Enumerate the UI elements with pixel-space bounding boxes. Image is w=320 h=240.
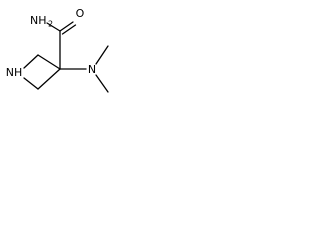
atom-label-amine-n: N [88,63,96,76]
atom-label-amide-n: NH [30,14,47,27]
bond-ring-c2-n1 [23,54,39,69]
atom-label-carbonyl-o: O [76,7,85,20]
structure-diagram: NH 2 O N NH [6,7,109,93]
bond-amine-methyl-down [95,74,109,93]
bond-carbonyl-oxygen-1 [59,21,74,32]
bond-ring-c3-c2-top [37,54,61,70]
bond-carbonyl-oxygen-2 [61,24,77,35]
bond-carbonyl-amide-n [46,22,61,32]
bond-ring-c3-c4-bottom [37,68,61,90]
bond-ring-c4-n1 [23,77,39,90]
bond-amine-methyl-up [95,45,109,65]
atom-label-amide-n-subscript: 2 [48,20,53,29]
atom-label-ring-n: NH [6,66,23,79]
